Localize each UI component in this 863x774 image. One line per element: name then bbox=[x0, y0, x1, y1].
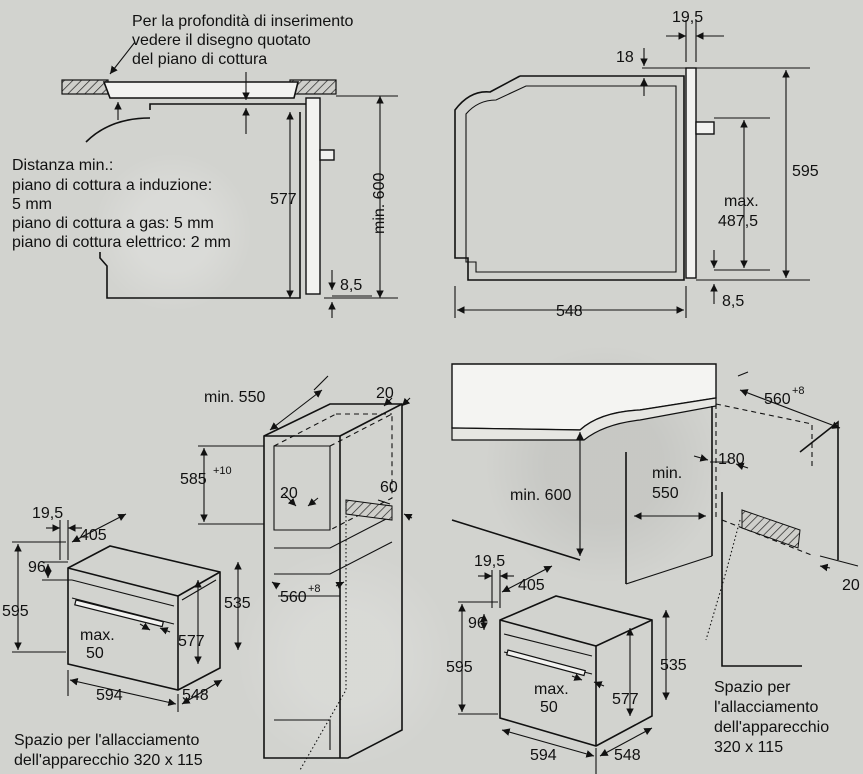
cabinet-shelf-low bbox=[274, 541, 393, 575]
oven-knob bbox=[319, 149, 335, 161]
oven-panel-line bbox=[71, 579, 175, 607]
oven-right-panel bbox=[503, 633, 593, 657]
oven-side-profile bbox=[454, 20, 810, 318]
oven-right-top-edge bbox=[499, 619, 653, 647]
dim-535-right: 535 bbox=[660, 657, 687, 674]
dim-405-left: 405 bbox=[80, 527, 107, 544]
oven-profile-body bbox=[454, 75, 685, 281]
dim-535-left: 535 bbox=[224, 595, 251, 612]
oven-profile-front bbox=[685, 67, 697, 279]
undercounter-install bbox=[451, 363, 859, 774]
side-wall-right bbox=[799, 420, 839, 560]
note-depth-3: del piano di cottura bbox=[132, 51, 267, 68]
note-distance-2: piano di cottura a induzione: bbox=[12, 177, 212, 194]
hob bbox=[102, 81, 300, 99]
dim-20-right: 20 bbox=[842, 577, 860, 594]
tall-cabinet-install bbox=[12, 375, 413, 771]
dim-max-right: max. bbox=[534, 681, 569, 698]
note-connection-right-3: dell'apparecchio bbox=[714, 719, 829, 736]
oven-top bbox=[149, 103, 309, 126]
dim-560: 560 bbox=[280, 589, 307, 606]
dim-20-top: 20 bbox=[376, 385, 394, 402]
oven-curve bbox=[85, 117, 151, 143]
oven-left-handle bbox=[74, 599, 165, 628]
dim-548-right: 548 bbox=[614, 747, 641, 764]
dim-19-5-top: 19,5 bbox=[672, 9, 703, 26]
note-connection-right-1: Spazio per bbox=[714, 679, 791, 696]
oven-left-top-edge bbox=[67, 567, 221, 597]
oven-right-handle bbox=[505, 649, 587, 677]
dim-8-5-top: 8,5 bbox=[722, 293, 744, 310]
dim-max-top: max. bbox=[724, 193, 759, 210]
dim-180: 180 bbox=[718, 451, 745, 468]
connection-leader-left bbox=[299, 500, 347, 771]
dim-548-top: 548 bbox=[556, 303, 583, 320]
tall-cabinet-outline bbox=[263, 403, 403, 759]
oven-left bbox=[67, 545, 221, 691]
dim-548-left: 548 bbox=[182, 687, 209, 704]
niche-front bbox=[273, 445, 331, 531]
dim-595-top: 595 bbox=[792, 163, 819, 180]
dim-20-mid: 20 bbox=[280, 485, 298, 502]
oven-profile-inner bbox=[465, 85, 677, 273]
dim-577-left: 577 bbox=[178, 633, 205, 650]
note-distance-1: Distanza min.: bbox=[12, 157, 113, 174]
dim-577-right: 577 bbox=[612, 691, 639, 708]
dim-405-right: 405 bbox=[518, 577, 545, 594]
dim-560-right: 560 bbox=[764, 391, 791, 408]
note-distance-4: piano di cottura a gas: 5 mm bbox=[12, 215, 214, 232]
note-connection-right-2: l'allacciamento bbox=[714, 699, 819, 716]
countertop-left bbox=[61, 79, 109, 95]
dim-595-right: 595 bbox=[446, 659, 473, 676]
sup-8-right: +8 bbox=[792, 385, 805, 397]
note-depth-1: Per la profondità di inserimento bbox=[132, 13, 354, 30]
dim-18: 18 bbox=[616, 49, 634, 66]
oven-profile-handle bbox=[695, 121, 715, 135]
note-connection-left-2: dell'apparecchio 320 x 115 bbox=[14, 752, 203, 769]
dim-594-left: 594 bbox=[96, 687, 123, 704]
dim-min-600-right: min. 600 bbox=[510, 487, 571, 504]
dim-577: 577 bbox=[270, 191, 297, 208]
cabinet-base bbox=[274, 719, 331, 750]
niche-back bbox=[329, 413, 393, 531]
connection-leader-right bbox=[705, 519, 741, 641]
dim-8-5: 8,5 bbox=[340, 277, 362, 294]
dim-min-right: min. bbox=[652, 465, 682, 482]
oven-right bbox=[499, 595, 653, 747]
dim-96-right: 96 bbox=[468, 615, 486, 632]
dim-487-5: 487,5 bbox=[718, 213, 758, 230]
cabinet-shelf bbox=[274, 515, 393, 549]
sup-8: +8 bbox=[308, 583, 321, 595]
side-panel-right bbox=[721, 492, 802, 667]
dim-min-550: min. 550 bbox=[204, 389, 265, 406]
sup-10: +10 bbox=[213, 465, 232, 477]
dim-585: 585 bbox=[180, 471, 207, 488]
dim-50-right: 50 bbox=[540, 699, 558, 716]
worktop-edge bbox=[451, 397, 717, 441]
cutout-hatch-right bbox=[741, 509, 801, 549]
dim-595-left: 595 bbox=[2, 603, 29, 620]
note-distance-5: piano di cottura elettrico: 2 mm bbox=[12, 234, 231, 251]
note-connection-right-4: 320 x 115 bbox=[714, 739, 783, 756]
dim-50-left: 50 bbox=[86, 645, 104, 662]
section-side-under-hob bbox=[61, 41, 398, 318]
worktop-top bbox=[451, 363, 717, 431]
oven-front bbox=[305, 97, 321, 295]
dim-60: 60 bbox=[380, 479, 398, 496]
cutout-hatch-left bbox=[345, 499, 393, 521]
dim-96-left: 96 bbox=[28, 559, 46, 576]
note-depth-2: vedere il disegno quotato bbox=[132, 32, 311, 49]
note-connection-left-1: Spazio per l'allacciamento bbox=[14, 732, 199, 749]
oven-body bbox=[99, 112, 301, 299]
dim-550-right: 550 bbox=[652, 485, 679, 502]
dim-19-5-left: 19,5 bbox=[32, 505, 63, 522]
dim-min-600: min. 600 bbox=[371, 173, 388, 234]
dim-19-5-right: 19,5 bbox=[474, 553, 505, 570]
counter-back-edge bbox=[715, 403, 813, 470]
note-distance-3: 5 mm bbox=[12, 196, 52, 213]
dim-594-right: 594 bbox=[530, 747, 557, 764]
dim-max-left: max. bbox=[80, 627, 115, 644]
